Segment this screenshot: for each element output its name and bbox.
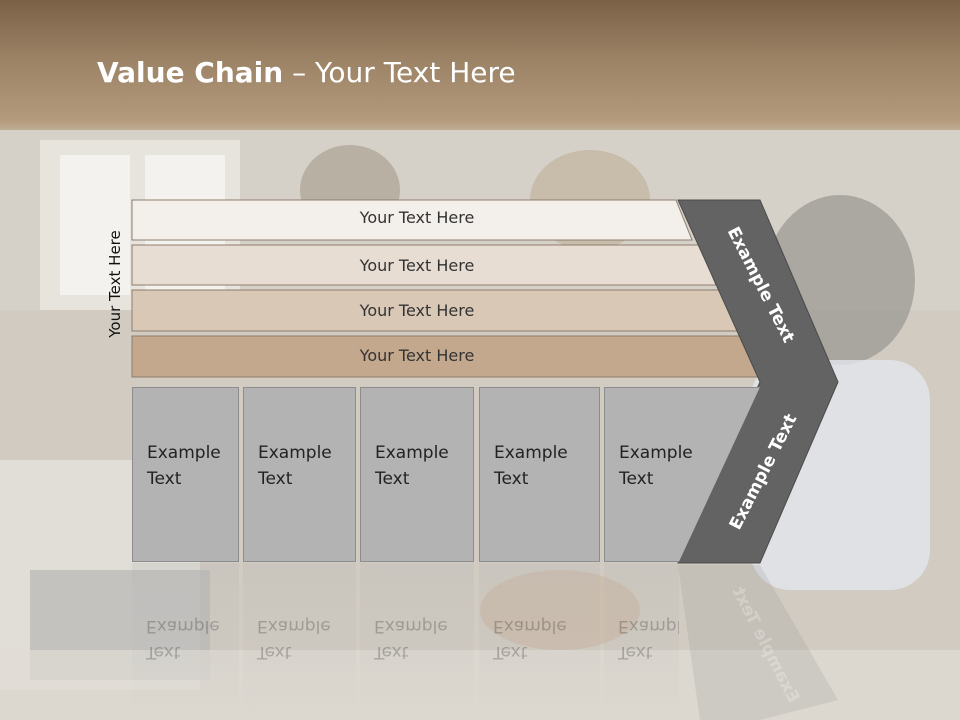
bar-1: [131, 199, 693, 241]
bar-label-3: Your Text Here: [359, 301, 475, 320]
bar-label-1: Your Text Here: [359, 208, 475, 227]
title-bold: Value Chain: [97, 56, 284, 89]
bar-label-4: Your Text Here: [359, 346, 475, 365]
title-rest: – Your Text Here: [283, 56, 516, 89]
slide-title: Value Chain – Your Text Here: [97, 56, 516, 89]
chevron-shape: [677, 199, 839, 564]
bar-label-2: Your Text Here: [359, 256, 475, 275]
